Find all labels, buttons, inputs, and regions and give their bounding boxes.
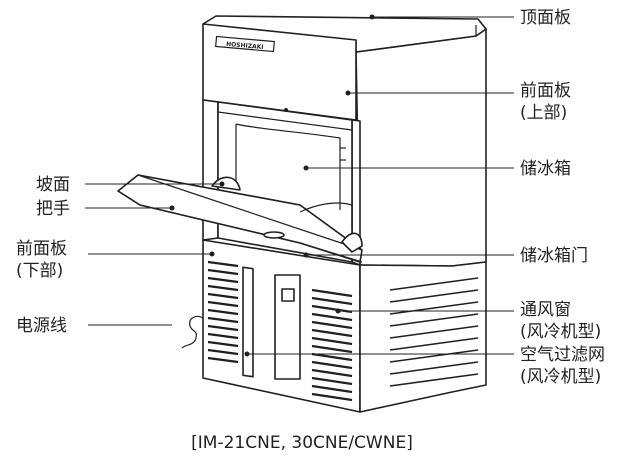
air-filter-strip xyxy=(242,266,254,378)
front-vent-left xyxy=(207,260,239,364)
label-front-panel-upper-sub: (上部) xyxy=(520,103,567,123)
label-filter: 空气过滤网 xyxy=(520,345,605,365)
brand-plate-text: HOSHIZAKI xyxy=(226,41,264,51)
label-bin-door: 储冰箱门 xyxy=(520,246,588,266)
leader-lines xyxy=(85,14,514,357)
label-handle: 把手 xyxy=(36,199,70,219)
label-vent-sub: (风冷机型) xyxy=(520,322,601,342)
slope-surface xyxy=(211,176,241,191)
label-storage-bin: 储冰箱 xyxy=(520,159,571,179)
door-handle xyxy=(117,190,363,263)
label-filter-sub: (风冷机型) xyxy=(520,367,601,387)
part-labels: 顶面板 前面板 (上部) 储冰箱 储冰箱门 通风窗 (风冷机型) 空气过滤网 (… xyxy=(16,8,605,387)
power-cord xyxy=(181,315,204,349)
front-vent-right xyxy=(311,288,353,402)
lower-side-panel xyxy=(359,261,487,413)
label-front-panel-lower-sub: (下部) xyxy=(16,261,63,281)
label-slope: 坡面 xyxy=(36,175,70,195)
label-front-panel-upper: 前面板 xyxy=(520,81,571,101)
label-top-panel: 顶面板 xyxy=(520,8,571,28)
model-caption: [IM-21CNE, 30CNE/CWNE] xyxy=(191,433,413,453)
brand-plate xyxy=(215,35,275,53)
label-vent: 通风窗 xyxy=(520,300,571,320)
label-power-cord: 电源线 xyxy=(16,316,67,336)
ice-machine-illustration: HOSHIZAKI xyxy=(117,15,487,413)
side-vent-louvers xyxy=(389,277,479,387)
upper-side-panel xyxy=(355,28,487,267)
label-front-panel-lower: 前面板 xyxy=(16,239,67,259)
